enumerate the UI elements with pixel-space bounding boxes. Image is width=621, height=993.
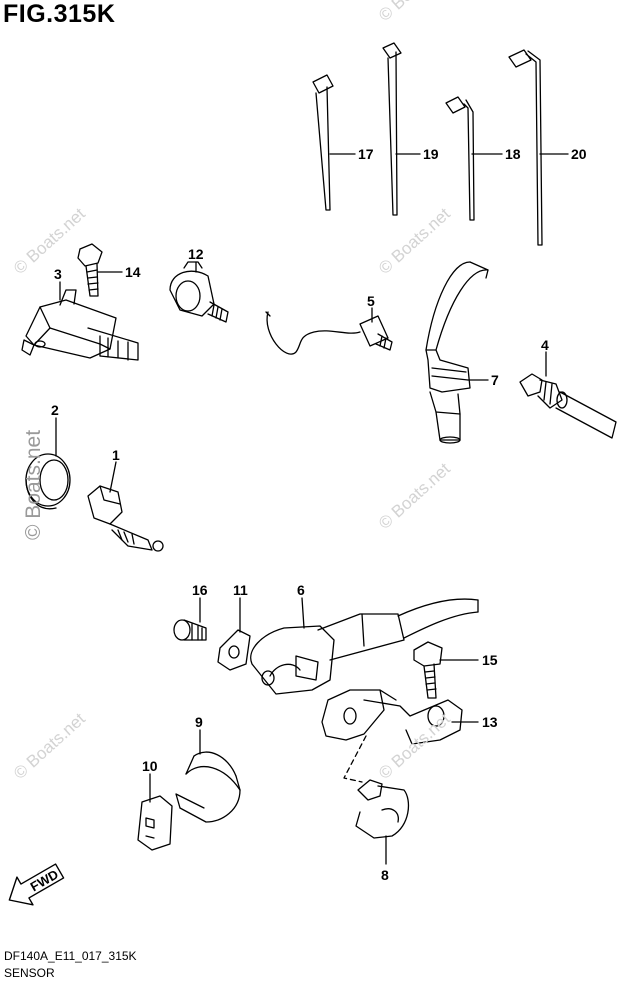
part-number-8: 8 xyxy=(381,867,389,883)
cable-tie-20 xyxy=(508,49,543,246)
clip-10 xyxy=(137,795,173,851)
part-number-10: 10 xyxy=(142,758,158,774)
part-number-5: 5 xyxy=(367,293,375,309)
plate-11 xyxy=(217,629,251,671)
pressure-switch-12 xyxy=(169,261,229,323)
part-number-19: 19 xyxy=(423,146,439,162)
part-number-7: 7 xyxy=(491,372,499,388)
part-number-13: 13 xyxy=(482,714,498,730)
part-number-14: 14 xyxy=(125,264,141,280)
part-number-18: 18 xyxy=(505,146,521,162)
leader-lines xyxy=(55,153,569,865)
watermark: © Boats.net xyxy=(10,204,89,278)
part-number-2: 2 xyxy=(51,402,59,418)
knock-sensor-5 xyxy=(265,311,393,355)
bracket-13 xyxy=(321,689,463,745)
fwd-arrow-icon: FWD xyxy=(8,863,65,906)
watermark: © Boats.net xyxy=(375,709,454,783)
bolt-14 xyxy=(77,243,103,297)
cable-tie-17 xyxy=(312,74,334,211)
model-code: DF140A_E11_017_315K xyxy=(4,949,137,963)
part-number-9: 9 xyxy=(195,714,203,730)
sensor-1 xyxy=(87,485,164,552)
assembly-line-8 xyxy=(343,735,367,783)
reluctor-8 xyxy=(355,779,410,839)
grommet-2 xyxy=(25,453,71,510)
part-number-1: 1 xyxy=(112,447,120,463)
figure-title: FIG.315K xyxy=(3,0,116,28)
part-number-3: 3 xyxy=(54,266,62,282)
part-number-4: 4 xyxy=(541,337,549,353)
part-number-17: 17 xyxy=(358,146,374,162)
temp-sensor-4 xyxy=(519,373,617,439)
bolt-16 xyxy=(173,619,207,641)
watermark: © Boats.net xyxy=(375,204,454,278)
part-number-6: 6 xyxy=(297,582,305,598)
map-sensor-3 xyxy=(21,289,139,361)
cable-tie-19 xyxy=(382,42,402,216)
part-number-15: 15 xyxy=(482,652,498,668)
watermarks: © Boats.net © Boats.net © Boats.net © Bo… xyxy=(10,0,454,783)
oxygen-sensor-7 xyxy=(425,261,489,444)
watermark: © Boats.net xyxy=(375,459,454,533)
watermark: © Boats.net xyxy=(375,0,454,25)
part-number-20: 20 xyxy=(571,146,587,162)
watermark: © Boats.net xyxy=(10,709,89,783)
part-number-12: 12 xyxy=(188,246,204,262)
part-number-11: 11 xyxy=(233,582,248,598)
watermark-vertical: © Boats.net xyxy=(22,430,45,540)
clamp-9 xyxy=(175,751,241,823)
crank-sensor-6 xyxy=(250,598,479,695)
part-number-16: 16 xyxy=(192,582,208,598)
section-name: SENSOR xyxy=(4,966,55,980)
part-numbers: 17 19 18 20 14 3 12 5 7 4 2 1 16 11 6 15… xyxy=(51,146,587,883)
cable-tie-18 xyxy=(445,96,475,221)
bolt-15 xyxy=(413,641,443,699)
